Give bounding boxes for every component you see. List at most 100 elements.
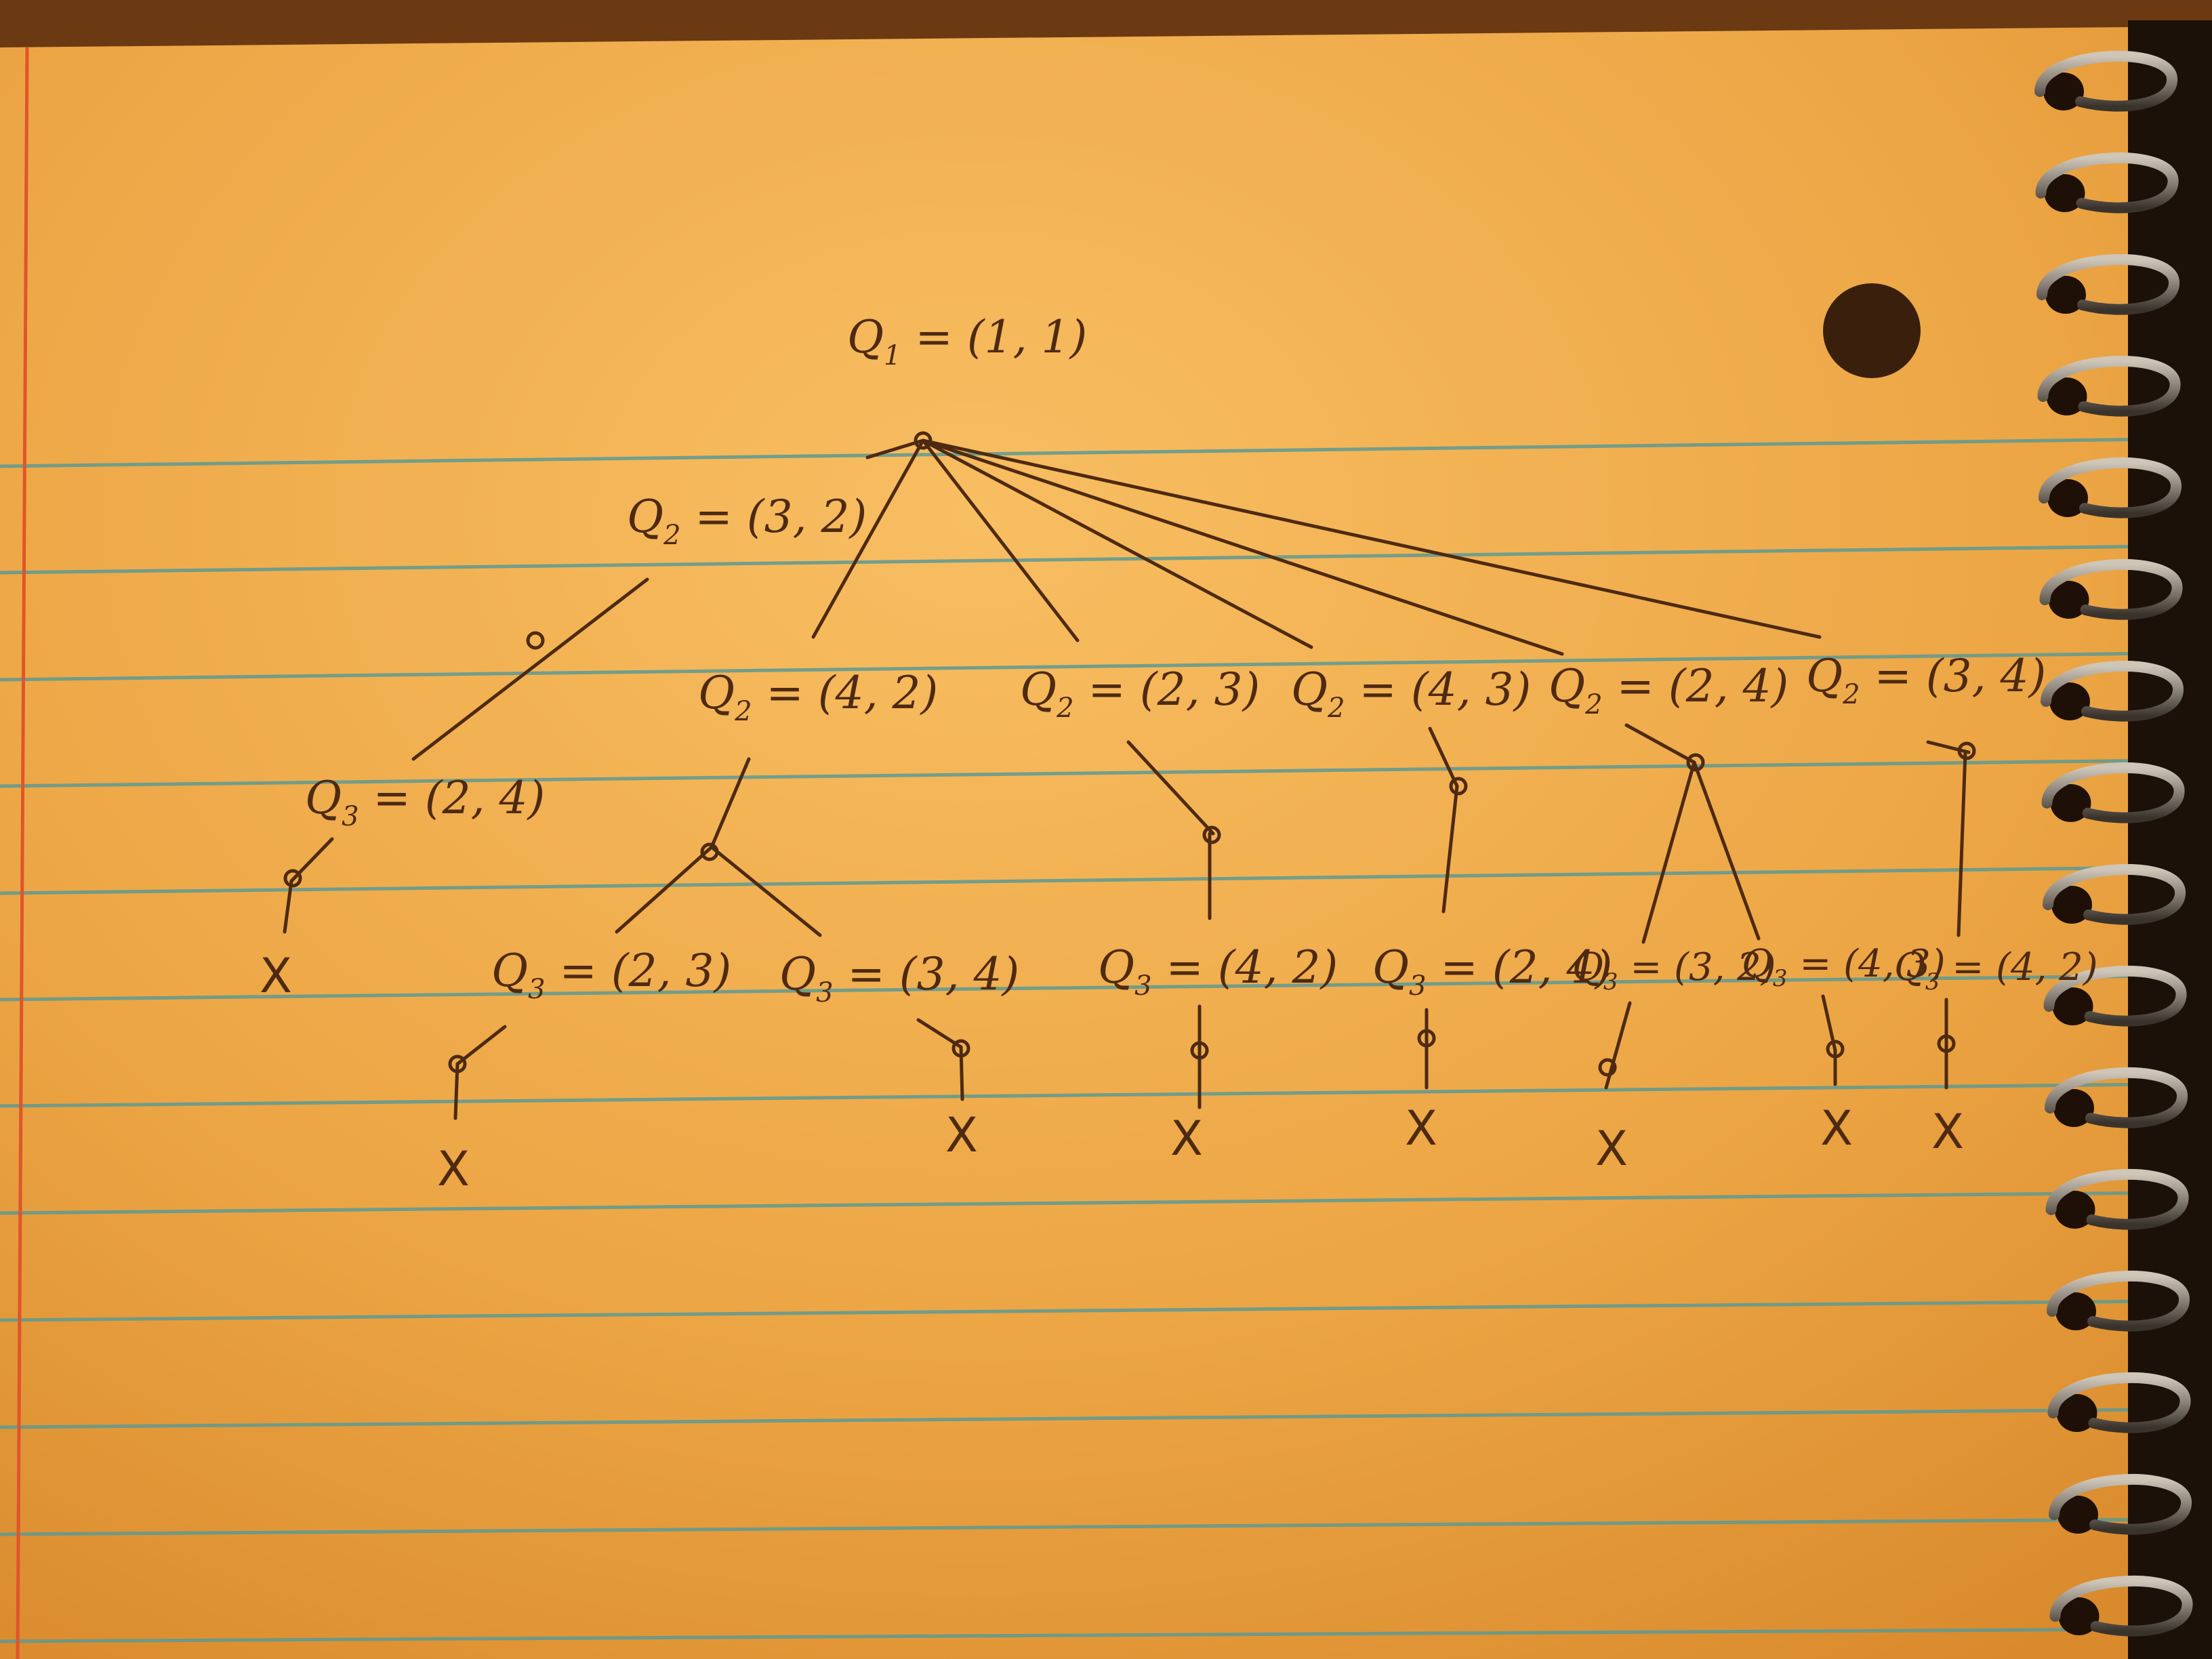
binding-hole xyxy=(2046,377,2087,415)
leaf-x-8: X xyxy=(1931,1104,1964,1160)
rule-line xyxy=(0,651,2163,682)
tree-edge xyxy=(710,757,751,849)
spiral-ring xyxy=(2034,51,2177,112)
tree-edge xyxy=(921,438,1080,642)
tree-node xyxy=(1957,741,1976,760)
tree-edge xyxy=(1692,760,1761,941)
leaf-x-4: X xyxy=(1170,1111,1203,1166)
tree-node xyxy=(1190,1041,1209,1060)
binding-hole xyxy=(2052,987,2093,1025)
level2-label-4: Q2 = (4, 3) xyxy=(1291,663,1532,724)
tree-edge xyxy=(283,879,293,934)
tree-edge xyxy=(411,577,649,761)
tree-edges xyxy=(283,438,1971,1120)
binding-hole xyxy=(2056,1394,2097,1432)
tree-edge xyxy=(921,438,1564,656)
level3-label-2: Q3 = (2, 3) xyxy=(491,945,732,1005)
ruled-lines xyxy=(0,437,2163,1643)
binding-hole xyxy=(2051,886,2092,924)
spiral-ring xyxy=(2049,1576,2193,1637)
binding-hole xyxy=(2055,1292,2096,1330)
spiral-ring xyxy=(2043,966,2187,1027)
level2-label-3: Q2 = (2, 3) xyxy=(1020,663,1261,724)
tree-edge xyxy=(1957,750,1967,937)
tree-node xyxy=(914,431,933,450)
level3-label-5: Q3 = (2, 4) xyxy=(1372,941,1613,1002)
tree-edge xyxy=(921,438,1313,649)
leaf-x-6: X xyxy=(1595,1121,1628,1176)
level2-label-5: Q2 = (2, 4) xyxy=(1549,660,1789,720)
binding-hole xyxy=(2050,784,2091,822)
level3-label-1: Q3 = (2, 4) xyxy=(305,772,546,832)
spiral-ring xyxy=(2037,356,2181,417)
tree-node xyxy=(1449,777,1468,796)
tree-edge xyxy=(865,438,925,459)
binding-hole xyxy=(2058,1597,2100,1635)
tree-nodes xyxy=(283,431,1976,1077)
root-label: Q1 = (1, 1) xyxy=(847,311,1088,371)
rule-line xyxy=(0,1627,2163,1643)
tree-node xyxy=(1826,1040,1845,1059)
spiral-ring xyxy=(2039,559,2183,620)
level2-label-1: Q2 = (3, 2) xyxy=(627,491,867,551)
tree-edge xyxy=(710,845,822,937)
leaf-x-2: X xyxy=(437,1141,470,1197)
level2-label-2: Q2 = (4, 2) xyxy=(698,667,939,727)
binding-hole xyxy=(2047,479,2088,517)
rule-line xyxy=(0,974,2163,1002)
rule-line xyxy=(0,1408,2163,1429)
spiral-ring xyxy=(2045,1169,2189,1230)
level3-label-3: Q3 = (3, 4) xyxy=(779,948,1020,1008)
rule-line xyxy=(0,437,2163,468)
level3-label-7: Q3 = (4, 3) xyxy=(1742,942,1946,992)
tree-edge xyxy=(615,845,714,934)
binding-hole xyxy=(2057,1496,2098,1534)
tree-node xyxy=(526,631,545,650)
binding-hole xyxy=(2048,581,2089,619)
binding-hole xyxy=(2043,73,2084,110)
level2-label-6: Q2 = (3, 4) xyxy=(1806,650,2047,710)
spiral-ring xyxy=(2035,152,2179,213)
rule-line xyxy=(0,1299,2163,1322)
binding-hole xyxy=(2054,1191,2095,1229)
level3-label-6: Q3 = (3, 2) xyxy=(1572,945,1776,996)
rule-line xyxy=(0,1517,2163,1536)
tree-edge xyxy=(1441,784,1459,914)
tree-node xyxy=(1202,825,1221,844)
tree-edge xyxy=(811,438,925,639)
tree-edge xyxy=(916,1018,963,1049)
punch-hole xyxy=(1823,283,1921,378)
margin-line xyxy=(16,47,29,1659)
binding-hole xyxy=(2045,276,2086,314)
notebook-page xyxy=(0,27,2162,1659)
spiral-ring xyxy=(2041,762,2185,823)
spiral-ring xyxy=(2036,254,2179,315)
tree-edge xyxy=(1126,740,1215,836)
rule-line xyxy=(0,1082,2163,1108)
spiral-binding xyxy=(2034,20,2212,1659)
rule-line xyxy=(0,544,2163,575)
spiral-ring xyxy=(2045,1067,2188,1128)
rule-line xyxy=(0,758,2163,788)
tree-edge xyxy=(1926,740,1971,754)
binding-hole xyxy=(2049,682,2090,720)
binding-hole xyxy=(2053,1089,2094,1127)
spiral-ring xyxy=(2047,1271,2190,1332)
tree-node xyxy=(448,1054,467,1073)
tree-edge xyxy=(1428,726,1459,788)
spiral-ring xyxy=(2041,661,2184,722)
rule-line xyxy=(0,1191,2163,1215)
tree-node xyxy=(1417,1029,1436,1048)
rule-line xyxy=(0,865,2163,895)
spiral-ring xyxy=(2047,1372,2191,1433)
tree-node xyxy=(1937,1034,1956,1053)
binding-hole xyxy=(2044,174,2085,212)
leaf-x-1: X xyxy=(260,948,292,1004)
tree-node xyxy=(283,869,302,888)
tree-node xyxy=(1686,753,1705,772)
tree-node xyxy=(1598,1058,1617,1077)
leaf-x-5: X xyxy=(1405,1101,1437,1156)
level3-label-8: Q3 = (4, 2) xyxy=(1894,945,2098,996)
spiral-ring xyxy=(2043,864,2186,925)
spiral-ring xyxy=(2049,1474,2192,1535)
